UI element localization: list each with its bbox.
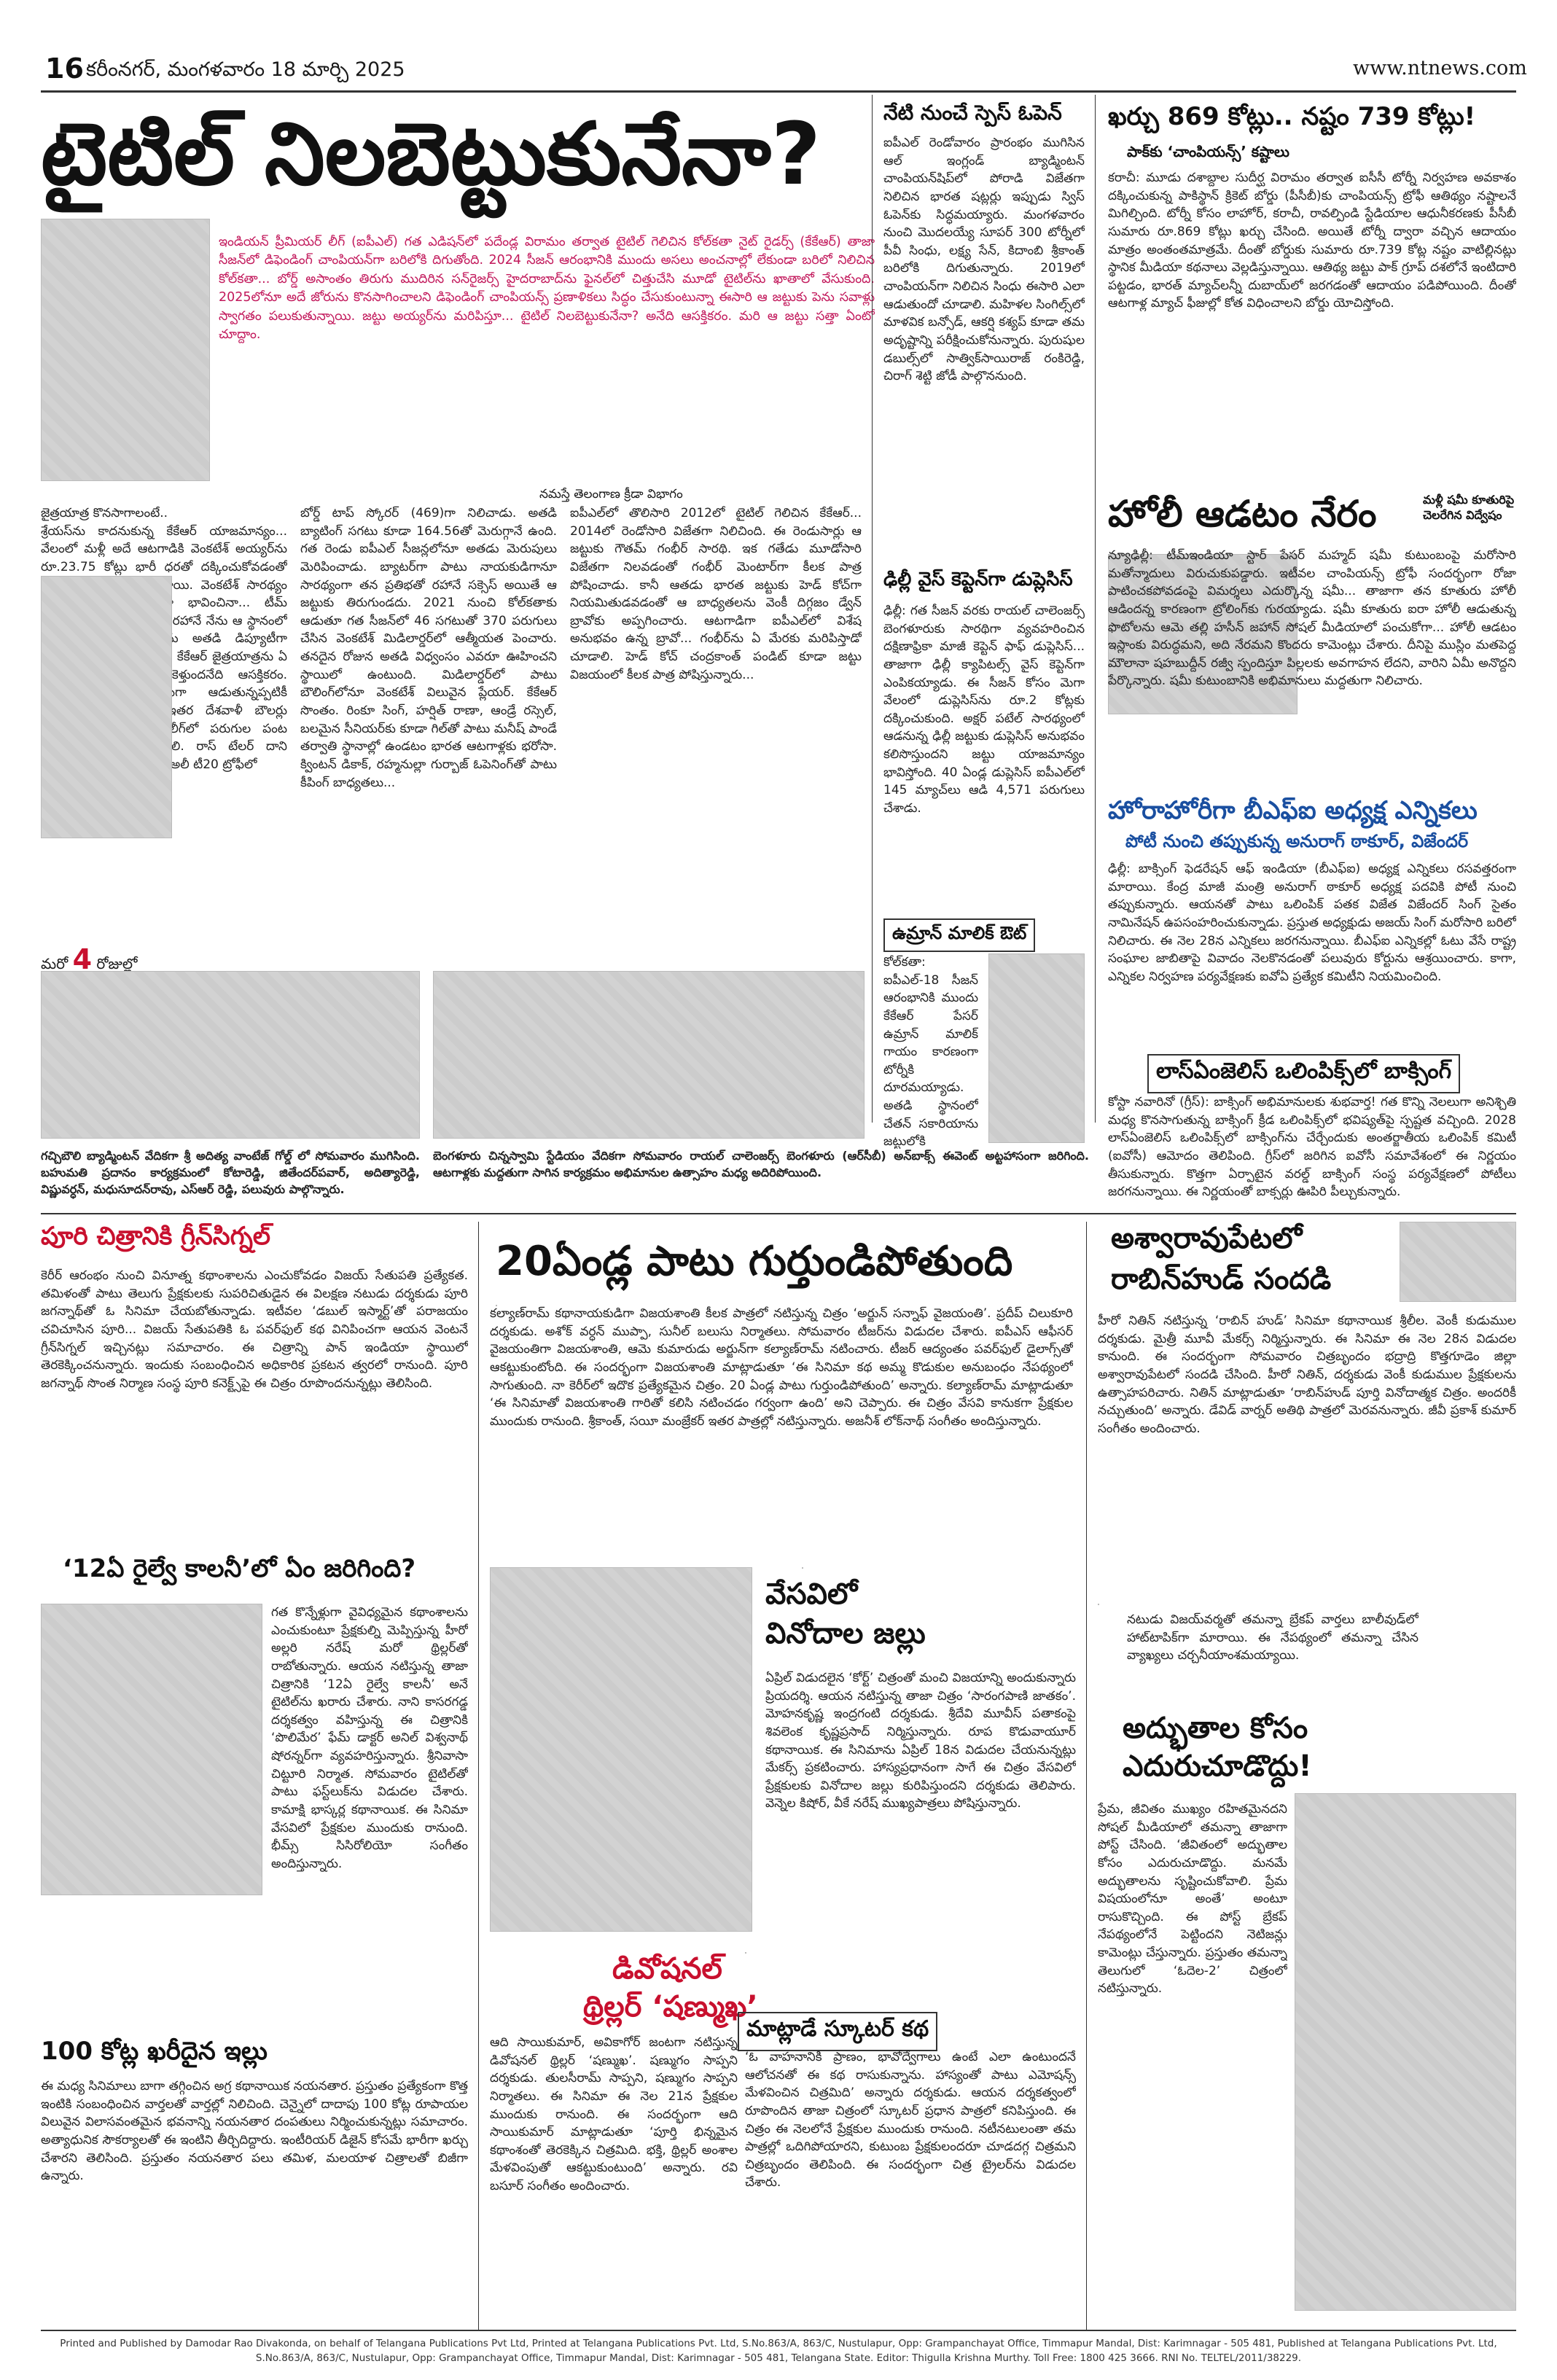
column-divider-1 [872,95,873,1123]
summer-heading-line1: వేసవిలో [765,1577,858,1611]
lead-photo [41,219,210,481]
summer-body: ఏప్రిల్ విడుదలైన ‘కోర్ట్’ చిత్రంతో మంచి … [765,1671,1076,1811]
railway-heading: ‘12ఏ రైల్వే కాలనీ’లో ఏం జరిగింది? [63,1554,416,1583]
column-divider-2 [1095,95,1096,1123]
sindhu-photo [883,190,885,191]
film-headline: 20ఏండ్ల పాటు గుర్తుండిపోతుంది [496,1238,1013,1285]
pak-loss-body: కరాచీ: మూడు దశాబ్దాల సుదీర్ఘ విరామం తర్వ… [1108,171,1516,311]
lead-intro: ఇండియన్ ప్రీమియర్ లీగ్ (ఐపీఎల్) గత ఎడిషన… [219,235,875,342]
devotional-heading-line2: థ్రిల్లర్ ‘షణ్ముఖ’ [583,1990,758,2024]
lead-column-2: బోర్డ్ టాప్ స్కోరర్ (469)గా నిలిచాడు. అత… [300,506,557,790]
summer-heading-line2: వినోదాల జల్లు [765,1617,926,1650]
pak-loss-subheading: పాక్‌కు ‘చాంపియన్స్’ కష్టాలు [1127,143,1289,160]
page-number: 16 [45,52,84,85]
website[interactable]: www.ntnews.com [1353,57,1527,79]
railway-photo [41,1604,262,1895]
robinhood-heading-line1: అశ్వారావుపేటలో [1111,1222,1303,1255]
shami-photo [1108,554,1298,714]
robinhood-body: హీరో నితిన్ నటిస్తున్న ‘రాబిన్ హుడ్’ సిన… [1098,1314,1516,1436]
umran-body: కోల్‌కతా: ఐపీఎల్-18 సీజన్ ఆరంభానికి ముంద… [883,955,978,1149]
masthead-rule [41,90,1516,93]
swiss-open-heading: నేటి నుంచే స్పెస్ ఓపెన్ [883,101,1062,125]
player-photo [41,576,172,838]
scooter-body: ‘ఓ వాహనానికి ప్రాణం, భావోద్వేగాలు ఉంటే ఎ… [745,2050,1076,2190]
rcb-event-photo [433,971,865,1139]
footer-rule [41,2330,1516,2331]
bfi-body: ఢిల్లీ: బాక్సింగ్ ఫెడరేషన్ ఆఫ్ ఇండియా (బ… [1108,862,1516,984]
delhi-heading: ఢిల్లీ వైస్ కెప్టెన్‌గా డుప్లెసిస్ [883,569,1073,590]
film-photo [496,1305,497,1306]
continued-tag: మరో 4 రోజుల్లో [41,943,137,976]
tamannaah-portrait [1295,1793,1516,2311]
tamannaah-photo [1098,1604,1099,1605]
holi-body: న్యూఢిల్లీ: టీమ్‌ఇండియా స్టార్ పేసర్ మహ్… [1108,548,1516,689]
tamannaah-heading-line1: అద్భుతాల కోసం [1123,1712,1308,1745]
railway-body: గత కొన్నేళ్లుగా వైవిధ్యమైన కథాంశాలను ఎంచ… [271,1605,468,1871]
scooter-heading: మాట్లాడే స్కూటర్ కథ [738,2012,938,2051]
tamannaah-intro: నటుడు విజయ్‌వర్మతో తమన్నా బ్రేకప్ వార్తల… [1127,1612,1419,1663]
continued-prefix: మరో [41,955,69,972]
continued-suffix: రోజుల్లో [96,955,138,972]
lead-column-3: ఐపీఎల్‌లో తొలిసారి 2012లో టైటిల్ గెలిచిన… [570,506,862,682]
summer-photo [490,1567,752,1932]
house-heading: 100 కోట్ల ఖరీదైన ఇల్లు [41,2037,268,2066]
la-olympics-heading: లాస్‌ఏంజెలిస్ ఒలింపిక్స్‌లో బాక్సింగ్ [1147,1054,1461,1093]
footer-imprint: Printed and Published by Damodar Rao Div… [60,2338,1497,2364]
lead-byline: నమస్తే తెలంగాణ క్రీడా విభాగం [539,487,683,502]
delhi-body: ఢిల్లీ: గత సీజన్ వరకు రాయల్ చాలెంజర్స్ బ… [883,604,1085,816]
bfi-subheading: పోటీ నుంచి తప్పుకున్న అనురాగ్ ఠాకూర్, వి… [1125,831,1469,851]
film-body: కల్యాణ్‌రామ్ కథానాయకుడిగా విజయశాంతి కీలక… [490,1306,1073,1429]
dateline: కరీంనగర్, మంగళవారం 18 మార్చి 2025 [86,58,405,81]
swiss-open-body: ఐపీఎల్ రెండోవారం ప్రారంభం ముగిసిన ఆల్ ఇం… [883,136,1085,384]
umran-heading: ఉమ్రాన్ మాలిక్ ఔట్ [883,918,1036,952]
pak-loss-heading: ఖర్చు 869 కోట్లు.. నష్టం 739 కోట్లు! [1108,102,1476,131]
devotional-heading-line1: డివోషనల్ [612,1952,722,1986]
holi-subheading: మళ్లీ షమీ కూతురిపై చెలరేగిన విద్వేషం [1423,493,1515,522]
tamannaah-heading-line2: ఎదురుచూడొద్దు! [1123,1749,1312,1783]
robinhood-heading-line2: రాబిన్‌హుడ్ సందడి [1111,1263,1332,1296]
continued-number: 4 [72,943,93,975]
puri-heading: పూరి చిత్రానికి గ్రీన్‌సిగ్నల్ [41,1222,271,1251]
photo-caption-2: బెంగళూరు చిన్నస్వామి స్టేడియం వేదికగా సో… [433,1149,1089,1180]
vijayashanti-photo [802,1567,803,1569]
lead-headline: టైటిల్ నిలబెట్టుకునేనా? [41,104,822,204]
devotional-photo [745,1952,746,1954]
holi-heading: హోలీ ఆడటం నేరం [1108,493,1377,535]
house-body: ఈ మధ్య సినిమాలు బాగా తగ్గించిన అగ్ర కథాన… [41,2079,468,2184]
column-divider-3 [478,1222,479,2330]
bfi-heading: హోరాహోరీగా బీఎఫ్ఐ అధ్యక్ష ఎన్నికలు [1108,796,1478,825]
devotional-body: ఆది సాయికుమార్, అవికాగోర్ జంటగా నటిస్తున… [490,2035,738,2194]
puri-body: కెరీర్ ఆరంభం నుంచి వినూత్న కథాంశాలను ఎంచ… [41,1268,468,1391]
umran-photo [988,953,1085,1143]
photo-caption-1: గచ్చిబౌలి బ్యాడ్మింటన్ వేదికగా శ్రీ అదిత… [41,1149,420,1197]
la-olympics-body: కోస్టా నవారినో (గ్రీస్): బాక్సింగ్ అభిమా… [1108,1095,1516,1200]
tamannaah-body: ప్రేమ, జీవితం ముఖ్యం రహితమైనదని సోషల్ మీ… [1098,1802,1287,1997]
nithin-photo [1400,1222,1516,1302]
badminton-event-photo [41,971,420,1139]
column-divider-4 [1086,1222,1087,2330]
section-rule [41,1213,1516,1214]
